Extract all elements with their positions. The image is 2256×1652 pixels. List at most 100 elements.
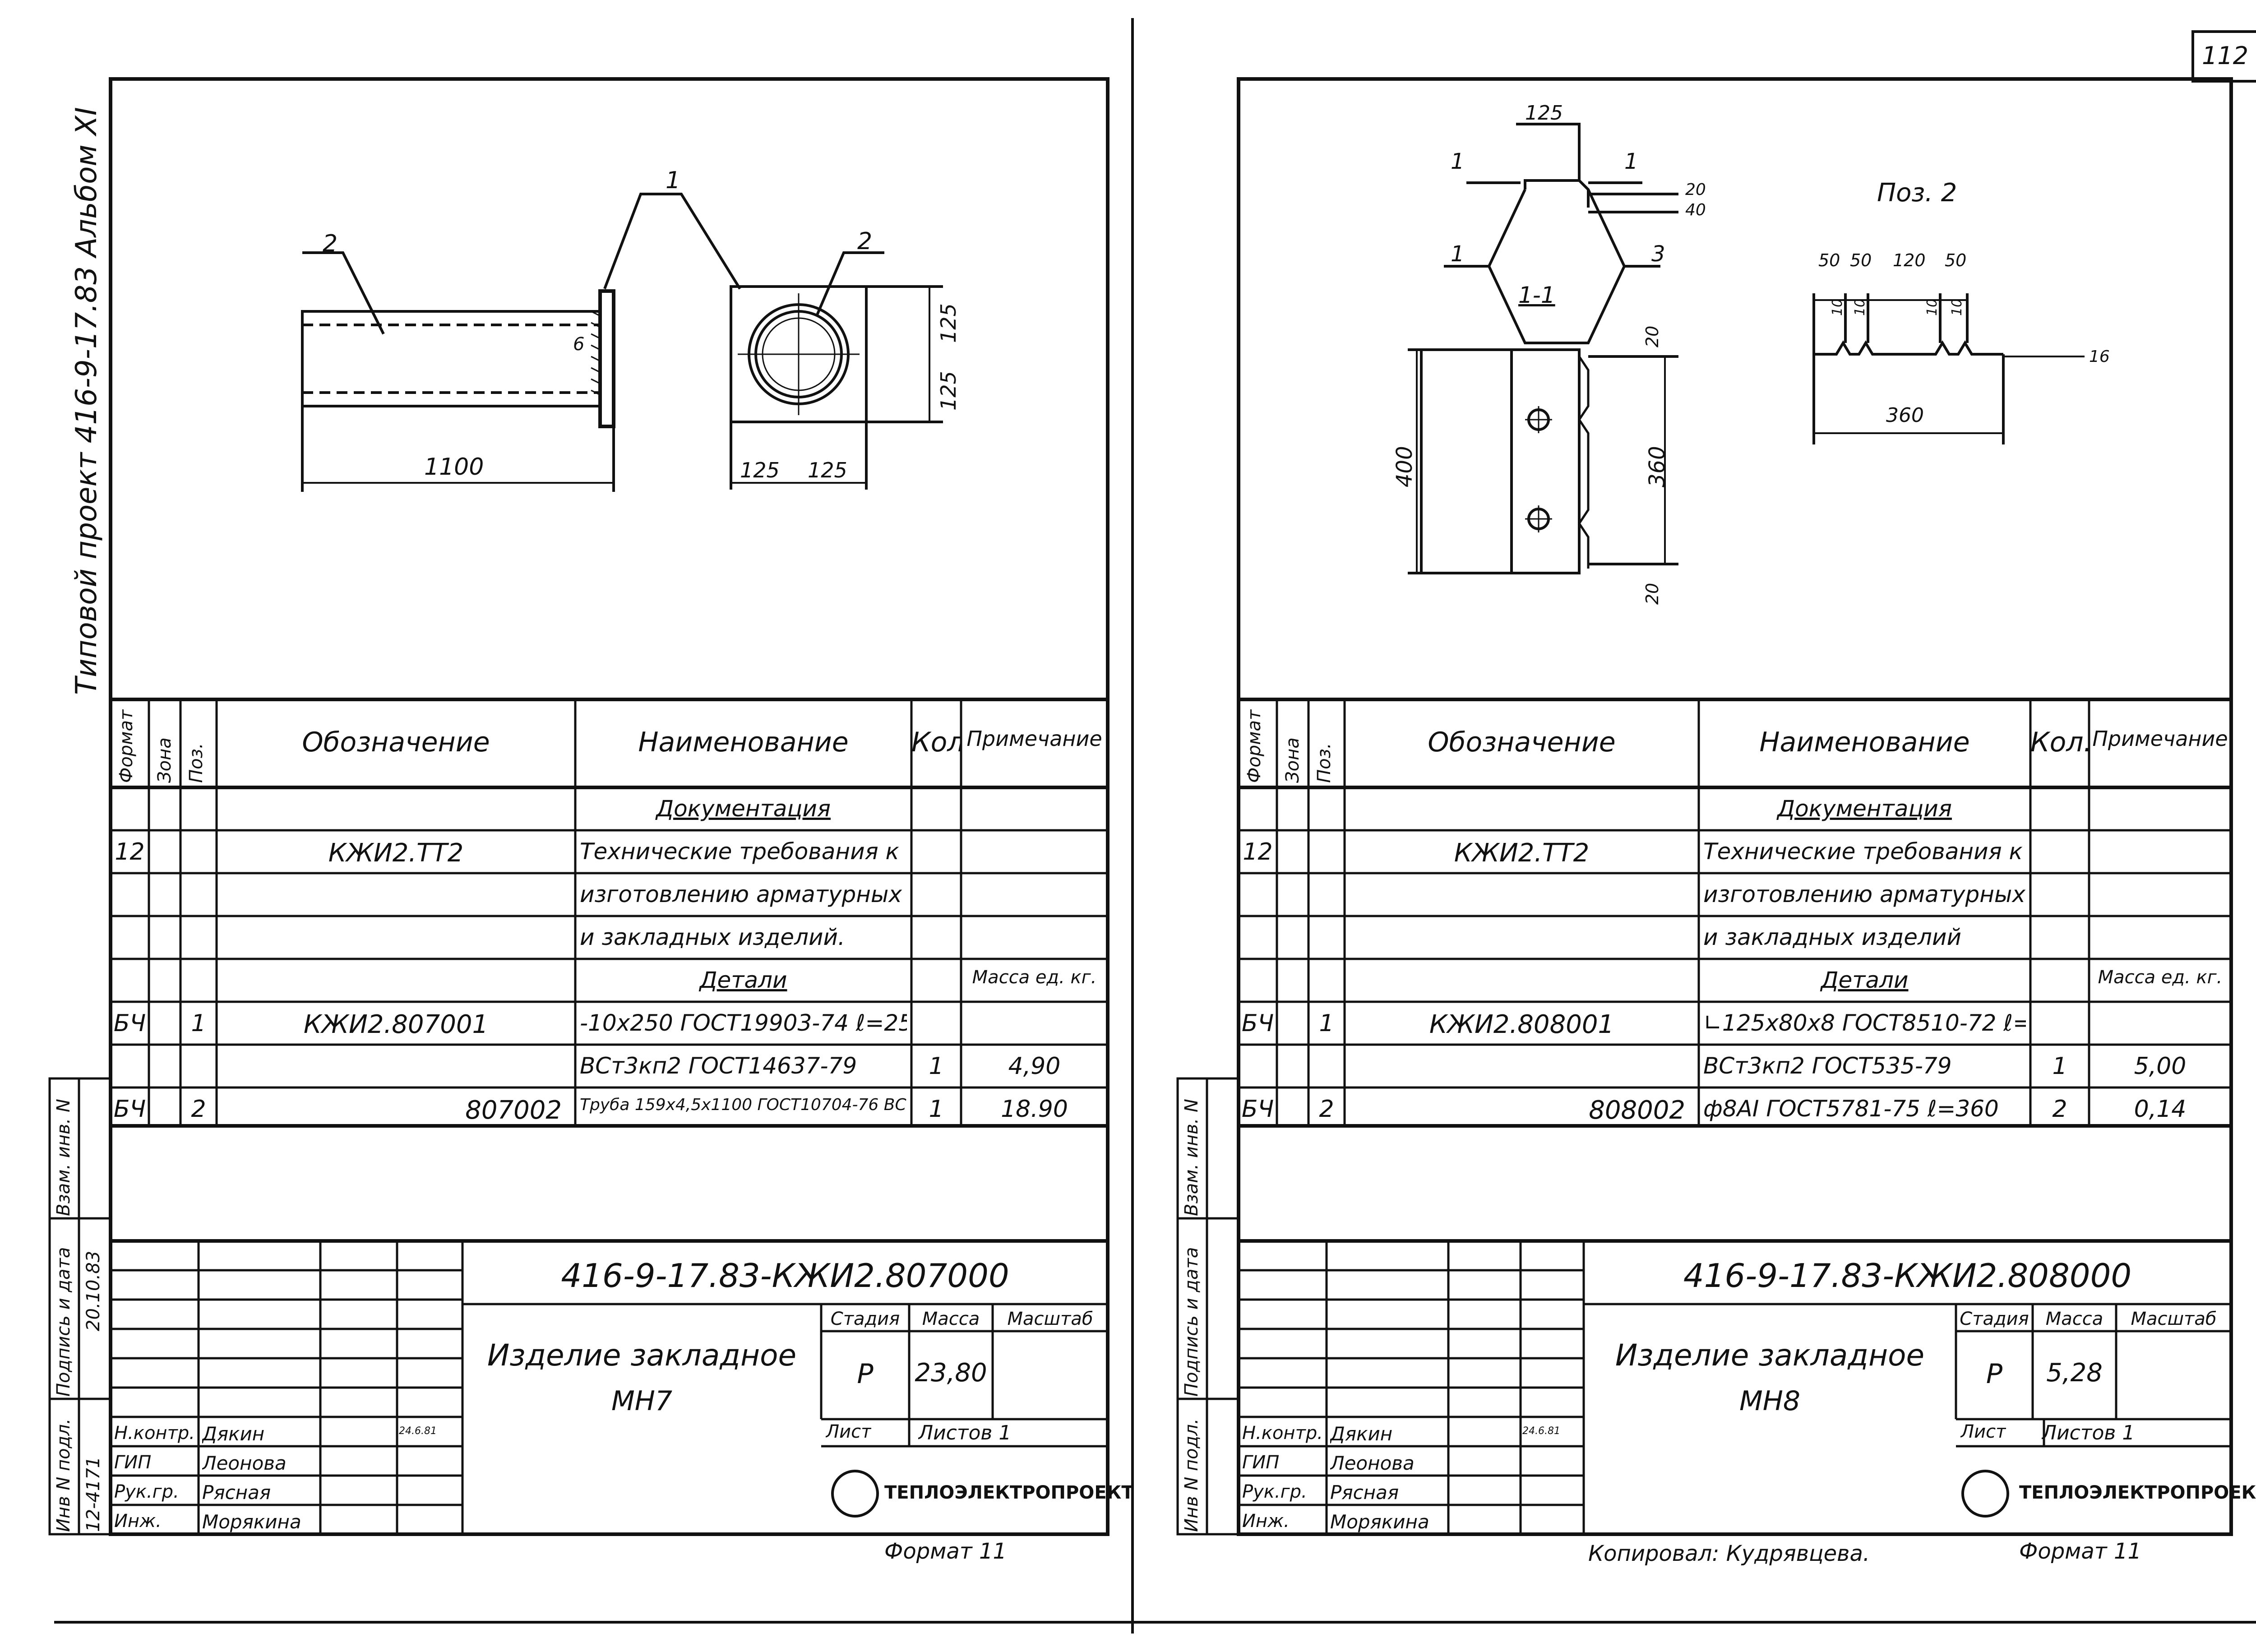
person-name: Леонова bbox=[202, 1452, 287, 1474]
format-label: Формат 11 bbox=[2019, 1539, 2142, 1564]
table-cell-note: Масса ед. кг. bbox=[2098, 967, 2223, 988]
person-date: 24.6.81 bbox=[1522, 1425, 1560, 1437]
table-header-note: Примечание bbox=[966, 727, 1102, 751]
table-cell-name: Детали bbox=[699, 967, 787, 993]
table-cell-name: Технические требования к bbox=[1703, 838, 2023, 865]
table-header-note: Примечание bbox=[2092, 727, 2228, 751]
table-cell-format: 12 bbox=[115, 838, 145, 865]
left-dim-125-h2: 125 bbox=[808, 458, 847, 482]
right-dim-20-bot: 20 bbox=[1642, 583, 1662, 605]
person-role: ГИП bbox=[114, 1452, 152, 1473]
left-stamp-repl: Взам. инв. N bbox=[53, 1099, 74, 1216]
title-mark: МН7 bbox=[611, 1385, 673, 1417]
left-stamp-inv: Инв N подл. bbox=[53, 1418, 74, 1532]
table-header-format: Формат bbox=[1244, 709, 1265, 783]
right-stamp-inv: Инв N подл. bbox=[1181, 1418, 1202, 1532]
person-role: ГИП bbox=[1242, 1452, 1280, 1473]
right-dim-20-top: 20 bbox=[1685, 180, 1706, 199]
table-header-name: Наименование bbox=[1759, 727, 1970, 758]
left-callout-1: 1 bbox=[666, 167, 681, 194]
left-dim-125-v1: 125 bbox=[936, 303, 961, 343]
left-dim-125-h1: 125 bbox=[740, 458, 780, 482]
left-dim-125-v2: 125 bbox=[936, 371, 961, 411]
copied-by: Копировал: Кудрявцева. bbox=[1588, 1541, 1870, 1566]
left-stamp-sign: Подпись и дата bbox=[53, 1247, 74, 1397]
table-cell-note: 5,00 bbox=[2134, 1053, 2187, 1080]
left-stamp-inv-value: 12-4171 bbox=[83, 1456, 104, 1532]
table-header-designation: Обозначение bbox=[1428, 727, 1616, 758]
table-cell-designation: КЖИ2.807001 bbox=[303, 1010, 489, 1039]
right-callout-1: 1 bbox=[1451, 241, 1465, 267]
table-cell-name: ВСт3кп2 ГОСТ535-79 bbox=[1703, 1053, 1952, 1079]
table-cell-name: Документация bbox=[1777, 796, 1952, 822]
right-pos-dim-50a: 50 bbox=[1818, 250, 1840, 270]
table-cell-name: ВСт3кп2 ГОСТ14637-79 bbox=[580, 1053, 857, 1079]
table-cell-pos: 2 bbox=[1319, 1096, 1334, 1123]
person-name: Рясная bbox=[1330, 1481, 1399, 1504]
scale-label: Масштаб bbox=[1007, 1309, 1093, 1329]
left-callout-2a: 2 bbox=[323, 230, 338, 257]
table-cell-format: БЧ bbox=[113, 1096, 146, 1123]
right-section-mark-1b: 1 bbox=[1624, 149, 1638, 174]
left-drawing bbox=[301, 193, 943, 492]
right-pos-dim-10c: 10 bbox=[1924, 298, 1940, 316]
title-mark: МН8 bbox=[1739, 1385, 1801, 1417]
title-product: Изделие закладное bbox=[1615, 1338, 1925, 1373]
table-cell-name: ∟125х80х8 ГОСТ8510-72 ℓ=400 bbox=[1703, 1010, 2026, 1036]
sheet-label: Лист bbox=[826, 1421, 872, 1442]
right-pos-dim-10b: 10 bbox=[1852, 298, 1868, 316]
right-pos-dim-120: 120 bbox=[1893, 250, 1926, 270]
right-dim-20-mid: 20 bbox=[1642, 325, 1662, 347]
person-role: Инж. bbox=[1242, 1511, 1290, 1532]
person-role: Н.контр. bbox=[1242, 1423, 1323, 1444]
table-header-zone: Зона bbox=[154, 737, 175, 783]
table-cell-name: Технические требования к bbox=[580, 838, 899, 865]
table-cell-name: и закладных изделий. bbox=[580, 924, 845, 950]
table-cell-qty: 1 bbox=[929, 1096, 944, 1123]
right-pos-label: Поз. 2 bbox=[1877, 178, 1957, 208]
table-cell-note: 18.90 bbox=[1001, 1096, 1068, 1123]
right-pos-dim-50b: 50 bbox=[1850, 250, 1872, 270]
sheets-label: Листов 1 bbox=[2042, 1421, 2135, 1444]
org-name: ТЕПЛОЭЛЕКТРОПРОЕКТ bbox=[2019, 1482, 2256, 1503]
table-cell-name: изготовлению арматурных bbox=[580, 881, 902, 907]
right-stamp-sign: Подпись и дата bbox=[1181, 1247, 1202, 1397]
person-role: Инж. bbox=[114, 1511, 162, 1532]
table-cell-name: ф8АⅠ ГОСТ5781-75 ℓ=360 bbox=[1703, 1096, 1999, 1122]
table-cell-name: изготовлению арматурных bbox=[1703, 881, 2025, 907]
right-stamp-repl: Взам. инв. N bbox=[1181, 1099, 1202, 1216]
format-label: Формат 11 bbox=[884, 1539, 1007, 1564]
person-role: Рук.гр. bbox=[1242, 1481, 1307, 1502]
scale-label: Масштаб bbox=[2131, 1309, 2217, 1329]
table-cell-qty: 1 bbox=[2052, 1053, 2067, 1080]
table-header-zone: Зона bbox=[1282, 737, 1303, 783]
mass-label: Масса bbox=[922, 1309, 980, 1329]
right-pos-dim-10a: 10 bbox=[1830, 298, 1845, 316]
table-cell-designation: КЖИ2.ТТ2 bbox=[328, 838, 464, 868]
table-cell-format: БЧ bbox=[1241, 1010, 1274, 1037]
table-cell-pos: 2 bbox=[191, 1096, 206, 1123]
table-cell-note: 4,90 bbox=[1008, 1053, 1061, 1080]
stage-label: Стадия bbox=[830, 1309, 900, 1329]
right-pos-dim-16: 16 bbox=[2089, 347, 2110, 366]
right-dim-360: 360 bbox=[1645, 446, 1670, 487]
right-dim-400: 400 bbox=[1392, 446, 1417, 487]
table-header-name: Наименование bbox=[638, 727, 849, 758]
left-dim-6: 6 bbox=[573, 334, 585, 355]
person-name: Дякин bbox=[202, 1423, 265, 1445]
person-name: Морякина bbox=[1330, 1511, 1429, 1533]
person-date: 24.6.81 bbox=[399, 1425, 437, 1437]
table-header-pos: Поз. bbox=[186, 743, 207, 783]
left-callout-2b: 2 bbox=[857, 228, 873, 255]
side-title: Типовой проект 416-9-17.83 Альбом XI bbox=[70, 107, 103, 695]
table-header-qty: Кол. bbox=[911, 727, 961, 758]
sheet-label: Лист bbox=[1960, 1421, 2006, 1442]
table-cell-designation: КЖИ2.ТТ2 bbox=[1454, 838, 1590, 868]
left-stamp-date-value: 20.10.83 bbox=[83, 1250, 104, 1331]
right-section-mark-1a: 1 bbox=[1451, 149, 1465, 174]
stage-label: Стадия bbox=[1960, 1309, 2029, 1329]
sheet-number: 112 bbox=[2202, 42, 2249, 70]
title-code: 416-9-17.83-КЖИ2.807000 bbox=[561, 1257, 1009, 1295]
person-name: Рясная bbox=[202, 1481, 271, 1504]
table-header-format: Формат bbox=[116, 709, 137, 783]
